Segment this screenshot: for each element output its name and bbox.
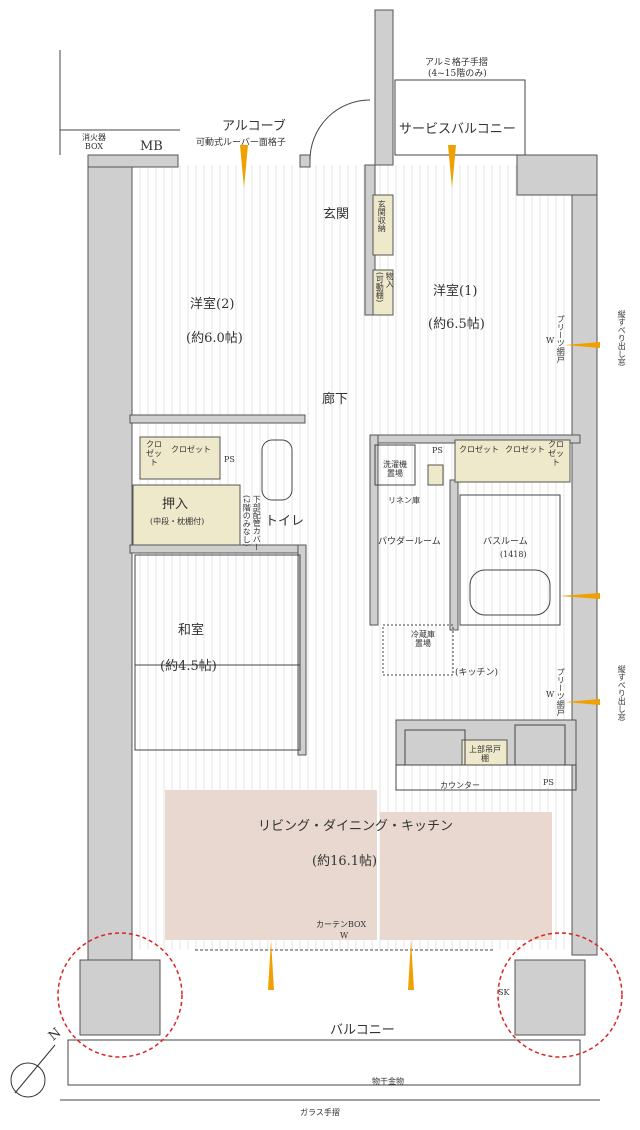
oshiire-label: 押入 [162,497,189,512]
slide-window-label-1: 縦すべり出し窓 [617,310,627,366]
glass-rail-label: ガラス手摺 [300,1108,340,1117]
storage-label: 物入 [385,272,395,288]
highlight-circle-left [57,932,183,1058]
oshiire-note: (中段・枕棚付) [150,517,205,526]
fire-extinguisher-box-label: 消火器 BOX [82,133,106,152]
ldk-size: (約16.1帖) [312,854,378,869]
linen-label: リネン庫 [388,496,420,505]
toilet-label: トイレ [265,514,305,529]
western-room-1-size: (約6.5帖) [428,317,485,332]
mb-label: MB [140,139,163,154]
highlight-circle-right [497,932,623,1058]
w-label-1: W [546,336,555,345]
washer-label: 洗濯機置場 [383,460,407,479]
drying-rack-label: 物干金物 [372,1077,404,1086]
ps-label-2: PS [432,446,443,455]
ldk-rug [165,790,377,940]
closet-label-1: クロゼット [146,440,162,468]
w-label-3: W [340,931,349,940]
pleated-screen-label-1: プリーツ網戸 [556,315,566,363]
closet-label-2: クロゼット [171,445,211,454]
fridge-label: 冷蔵庫置場 [411,630,435,649]
washitsu-label: 和室 [178,623,205,638]
powder-room-label: パウダールーム [378,537,441,547]
entrance-storage-label: 玄関収納 [377,200,387,232]
w-label-2: W [546,690,555,699]
compass-icon [10,1062,46,1098]
louver-label: 可動式ルーバー面格子 [196,138,286,148]
western-room-2-size: (約6.0帖) [186,331,243,346]
bathroom-label: バスルーム [483,537,528,547]
kitchen-label: (キッチン) [455,668,499,678]
pipe-cover-note: (2階のみなし) [242,495,252,547]
western-room-1-label: 洋室(1) [433,284,478,299]
pipe-cover-label: 下部配管カバー [252,495,262,551]
closet-label-3: クロゼット [459,445,499,454]
bathroom-size: (1418) [500,550,527,559]
ps-label-1: PS [224,455,235,464]
ps-label-3: PS [543,778,554,787]
counter-label: カウンター [440,781,480,790]
ldk-label: リビング・ダイニング・キッチン [258,819,454,834]
washitsu-size: (約4.5帖) [160,659,217,674]
alcove-label: アルコーブ [222,119,286,134]
closet-label-5: クロゼット [548,440,564,468]
curtain-box-label: カーテンBOX [316,920,367,929]
sk-label: SK [498,988,510,997]
rail-label: アルミ格子手摺 [425,58,488,68]
hallway-label: 廊下 [322,392,349,407]
upper-cabinet-label: 上部吊戸棚 [469,745,501,764]
balcony-label: バルコニー [330,1023,395,1038]
pleated-screen-label-2: プリーツ網戸 [556,668,566,716]
entrance-label: 玄関 [323,207,350,222]
slide-window-label-2: 縦すべり出し窓 [617,665,627,721]
storage-note: (可動棚) [375,272,385,303]
rail-note: (4~15階のみ) [428,69,487,79]
western-room-2-label: 洋室(2) [190,297,235,312]
service-balcony-label: サービスバルコニー [399,122,516,137]
closet-label-4: クロゼット [505,445,545,454]
